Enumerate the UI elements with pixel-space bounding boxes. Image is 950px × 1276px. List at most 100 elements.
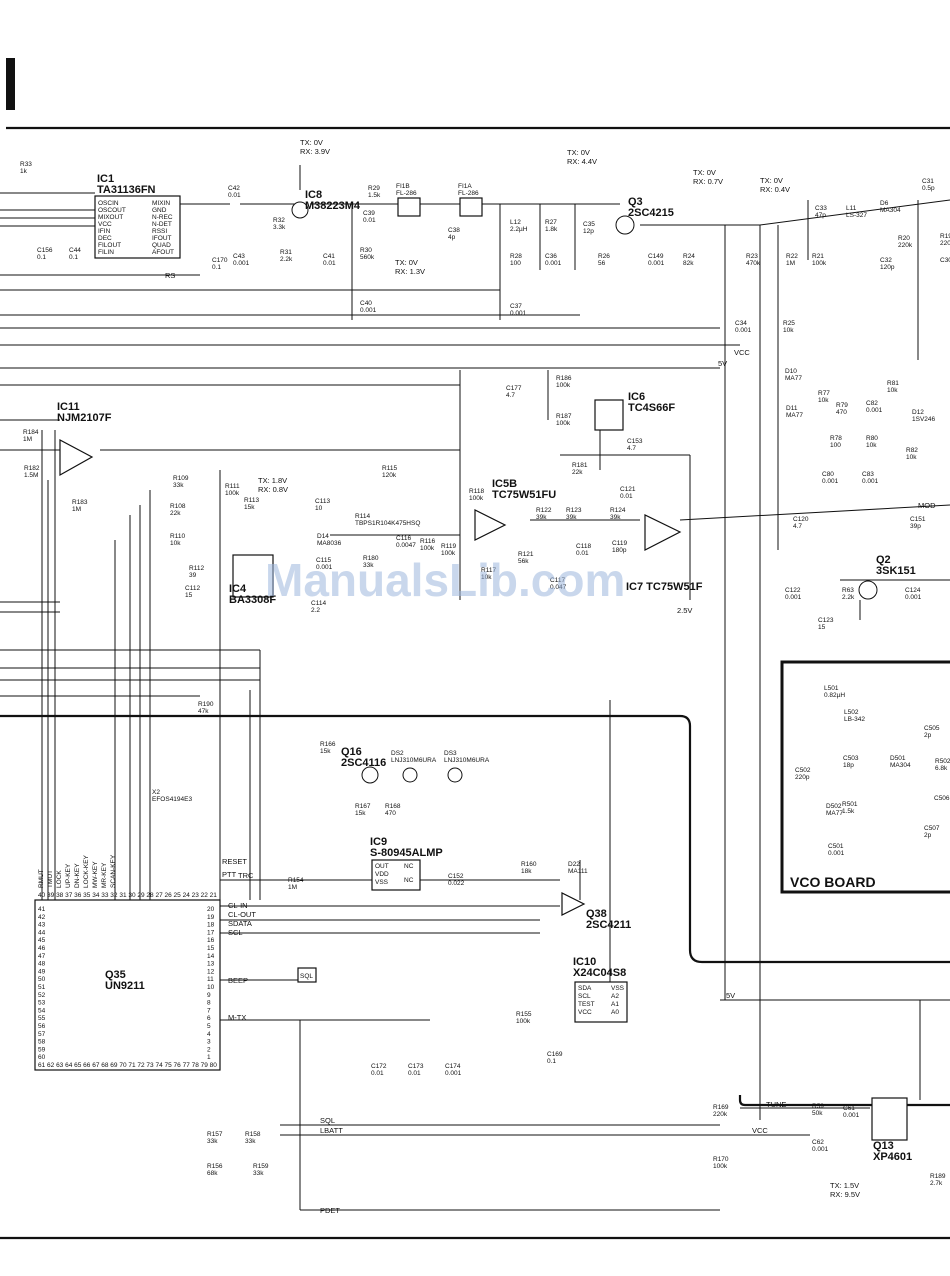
- component-ref: C31: [922, 178, 934, 185]
- ic7-opamp: IC7 TC75W51F 2.5V: [626, 514, 703, 615]
- component-ref: R22: [786, 253, 798, 260]
- component-value: 0.001: [862, 478, 879, 485]
- ic1-pin-label: MIXIN: [152, 200, 170, 207]
- component-value: 220k: [898, 242, 913, 249]
- component-ref: R21: [812, 253, 824, 260]
- ic8-right-pin: 17: [207, 929, 215, 936]
- signal-sdata: SDATA: [228, 919, 252, 928]
- q2-id: Q3: [628, 196, 643, 208]
- component-ref: C30: [940, 257, 950, 264]
- component-ref: R122: [536, 507, 552, 514]
- ic8-side-pin: 48: [38, 961, 46, 968]
- ic8-side-pin: 49: [38, 968, 46, 975]
- component-value: 0.001: [822, 478, 839, 485]
- ic8-side-pin: 55: [38, 1015, 46, 1022]
- component-value: 0.1: [212, 264, 221, 271]
- component-ref: R116: [420, 538, 435, 545]
- ic8-side-pin: 59: [38, 1046, 46, 1053]
- component-value: 120p: [880, 264, 895, 271]
- ic9-pin-label: VSS: [375, 879, 389, 886]
- component-value: 1k: [20, 168, 28, 175]
- component-value: 0.001: [233, 260, 250, 267]
- component-value: MA77: [786, 412, 803, 419]
- ic8-top-label: LOCK: [56, 870, 63, 888]
- component-value: 100k: [516, 1018, 531, 1025]
- component-ref: C35: [583, 221, 595, 228]
- ic1-id: IC1: [97, 173, 114, 185]
- component-value: 1M: [23, 436, 32, 443]
- component-ref: R155: [516, 1011, 532, 1018]
- ic8-right-pin: 10: [207, 984, 215, 991]
- ic11-opamp: IC11 NJM2107F: [57, 401, 112, 477]
- component-value: 220p: [795, 774, 810, 781]
- component-ref: R186: [556, 375, 572, 382]
- ic9-pin-label: NC: [404, 877, 414, 884]
- component-ref: R159: [253, 1163, 269, 1170]
- signal-vcc-top: VCC: [734, 348, 750, 357]
- component-ref: R77: [818, 390, 830, 397]
- component-value: LNJ310M6URA: [391, 757, 437, 764]
- component-ref: C34: [735, 320, 747, 327]
- component-ref: C118: [576, 543, 591, 550]
- ic8-side-pin: 42: [38, 914, 46, 921]
- signal-clout: CL-OUT: [228, 910, 256, 919]
- component-ref: C177: [506, 385, 522, 392]
- component-ref: R110: [170, 533, 185, 540]
- component-value: 2p: [924, 832, 932, 839]
- component-value: 0.1: [69, 254, 78, 261]
- component-value: 56: [598, 260, 606, 267]
- component-ref: R81: [887, 380, 899, 387]
- component-value: 0.01: [228, 192, 241, 199]
- component-value: 50k: [812, 1110, 823, 1117]
- component-value: 0.01: [363, 217, 376, 224]
- component-ref: R123: [566, 507, 582, 514]
- component-value: 12p: [583, 228, 594, 235]
- ic10-pin-label: VCC: [578, 1009, 592, 1016]
- component-value: MA111: [568, 868, 588, 875]
- page-marker-bar: [6, 58, 15, 110]
- ic1-pin-label: MIXOUT: [98, 214, 123, 221]
- ic8-side-pin: 51: [38, 984, 46, 991]
- component-value: 22k: [170, 510, 181, 517]
- component-ref: R112: [189, 565, 204, 572]
- component-ref: R78: [830, 435, 842, 442]
- ic10-pin-label: A2: [611, 993, 619, 1000]
- component-ref: C172: [371, 1063, 387, 1070]
- component-value: FL-286: [458, 190, 479, 197]
- ic9-id: IC9: [370, 836, 387, 848]
- component-value: 0.1: [37, 254, 46, 261]
- component-value: 0.001: [785, 594, 802, 601]
- component-value: 15: [185, 592, 193, 599]
- component-ref: R167: [355, 803, 371, 810]
- signal-tune: TUNE: [766, 1100, 786, 1109]
- component-ref: C121: [620, 486, 636, 493]
- fi1-filters: [397, 197, 483, 217]
- component-ref: C122: [785, 587, 801, 594]
- component-value: 0.001: [828, 850, 845, 857]
- component-value: 6.8k: [935, 765, 948, 772]
- component-ref: R23: [746, 253, 758, 260]
- component-ref: X2: [152, 789, 160, 796]
- component-value: 0.001: [905, 594, 922, 601]
- component-ref: R82: [906, 447, 918, 454]
- signal-5v-low: 5V: [726, 991, 735, 1000]
- q16-transistor: Q2 3SK151: [858, 554, 916, 600]
- component-value: 0.82µH: [824, 692, 845, 699]
- ic1-pin-label: N-REC: [152, 214, 173, 221]
- component-value: 0.0047: [396, 542, 416, 549]
- component-value: 0.022: [448, 880, 465, 887]
- component-ref: C42: [228, 185, 240, 192]
- ic8-top-label: DN-KEY: [74, 863, 81, 888]
- component-ref: R119: [441, 543, 456, 550]
- component-value: 0.001: [545, 260, 562, 267]
- component-ref: R27: [545, 219, 557, 226]
- component-value: 82k: [683, 260, 694, 267]
- signal-reset: RESET: [222, 857, 247, 866]
- component-ref: C39: [363, 210, 375, 217]
- ic8-side-pin: 52: [38, 992, 46, 999]
